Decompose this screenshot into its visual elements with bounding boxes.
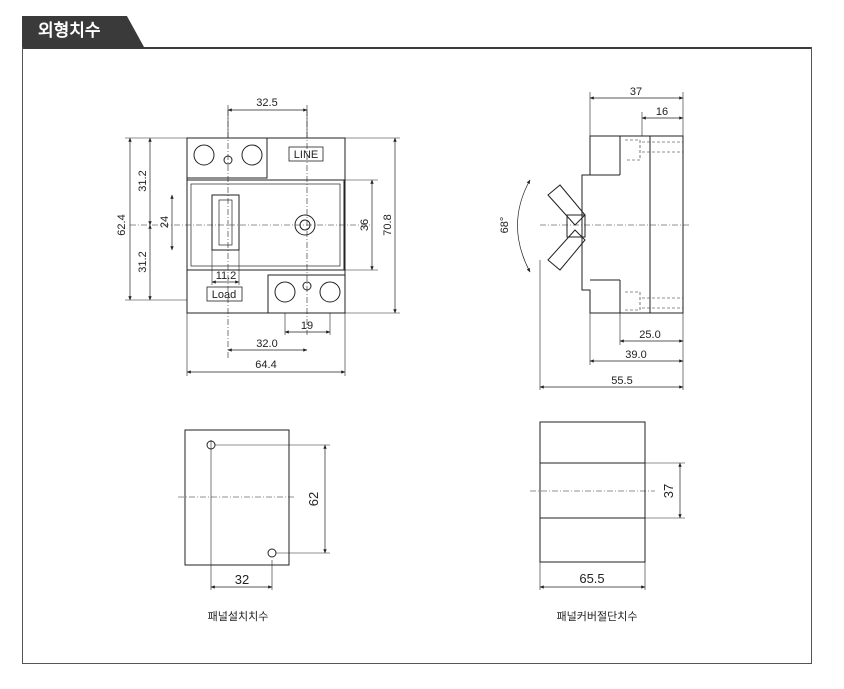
dim-side-angle: 68° xyxy=(499,217,511,234)
side-rear-housing xyxy=(649,135,684,314)
bottom-right-screw xyxy=(319,281,341,303)
dim-panel-cover-height: 37 xyxy=(661,484,676,498)
panel-mount-view xyxy=(178,429,330,590)
line-label: LINE xyxy=(294,149,318,161)
dim-mount-pitch: 32.0 xyxy=(256,338,277,350)
dim-terminal-pitch: 19 xyxy=(301,320,313,332)
dim-lower-half: 31.2 xyxy=(137,251,149,272)
dim-outer-height: 70.8 xyxy=(382,214,394,235)
dim-side-depth-1: 25.0 xyxy=(639,329,660,341)
load-label: Load xyxy=(212,289,236,301)
mount-hole-bottom xyxy=(267,548,277,558)
top-left-screw xyxy=(193,144,215,166)
drawing-frame xyxy=(22,47,812,664)
panel-mount-caption: 패널설치치수 xyxy=(208,610,269,623)
top-right-screw xyxy=(241,144,263,166)
section-title: 외형치수 xyxy=(38,21,101,41)
dim-side-top-total: 37 xyxy=(630,86,642,98)
panel-mount-outline xyxy=(184,429,290,566)
dim-side-top-part: 16 xyxy=(656,106,668,118)
front-bottom-terminal-block xyxy=(267,274,346,314)
panel-cover-outline xyxy=(539,421,646,563)
dim-total-width: 64.4 xyxy=(255,359,276,371)
panel-cover-caption: 패널커버절단치수 xyxy=(557,610,638,623)
dim-top-width: 32.5 xyxy=(256,97,277,109)
dim-side-depth-3: 55.5 xyxy=(611,375,632,387)
dim-upper-half: 31.2 xyxy=(137,170,149,191)
panel-cover-cutout xyxy=(539,462,646,519)
dim-panel-mount-width: 32 xyxy=(235,572,249,587)
section-title-tab: 외형치수 xyxy=(22,16,144,47)
status-window xyxy=(211,194,240,251)
dim-inner-height: 36 xyxy=(359,219,371,231)
dim-total-height: 62.4 xyxy=(116,214,128,235)
dim-panel-cover-width: 65.5 xyxy=(579,571,604,586)
dim-window-width: 11.2 xyxy=(216,270,237,282)
front-view xyxy=(125,105,400,376)
title-underline xyxy=(22,47,812,49)
dim-panel-mount-height: 62 xyxy=(306,492,321,506)
angle-arc xyxy=(517,179,531,273)
side-body-outline xyxy=(581,135,651,314)
front-top-terminal-block xyxy=(186,137,268,179)
panel-cover-view xyxy=(530,421,685,590)
dim-side-depth-2: 39.0 xyxy=(625,349,646,361)
bottom-left-screw xyxy=(274,281,296,303)
dim-window-height: 24 xyxy=(159,216,171,228)
side-view xyxy=(517,92,690,390)
